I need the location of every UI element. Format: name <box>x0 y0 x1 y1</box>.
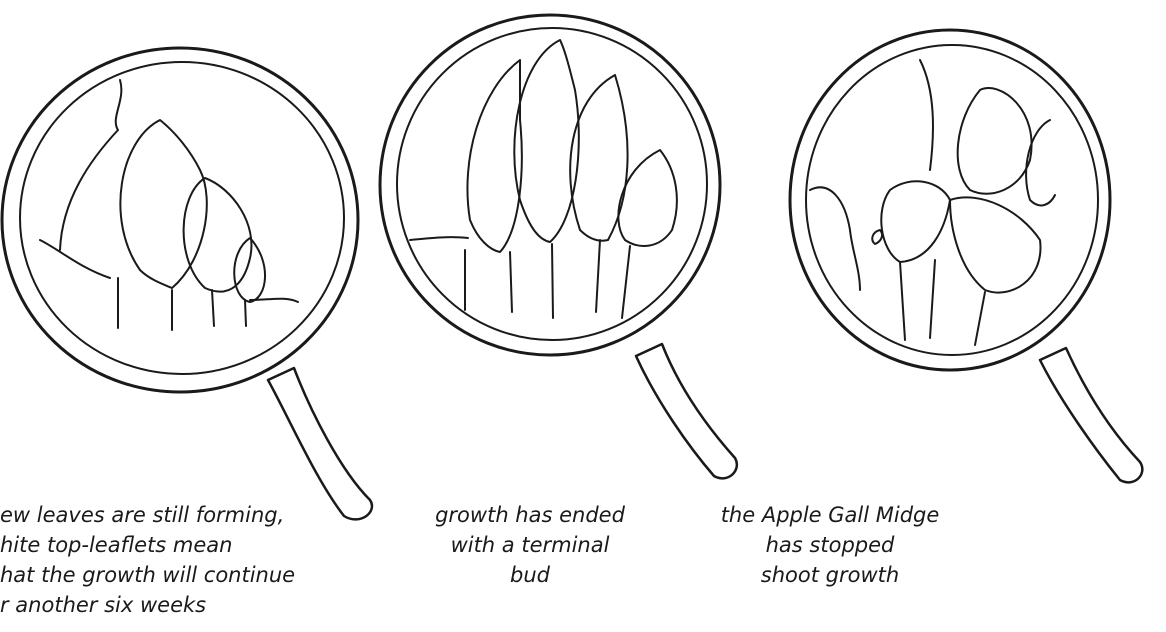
caption-line: growth has ended <box>400 500 660 530</box>
magnifier-handle <box>1040 348 1142 482</box>
magnifier-terminal-bud <box>380 15 737 478</box>
caption-line: r another six weeks <box>0 590 330 620</box>
caption-line: with a terminal <box>400 530 660 560</box>
shoot-leaves <box>410 40 677 318</box>
caption-line: ew leaves are still forming, <box>0 500 330 530</box>
magnifier-growing-shoot <box>2 48 372 519</box>
shoot-leaves-damaged <box>810 60 1055 345</box>
caption-gall-midge: the Apple Gall Midge has stopped shoot g… <box>700 500 960 590</box>
magnifier-handle <box>636 344 737 478</box>
magnifier-rim-inner <box>20 62 344 374</box>
caption-still-forming: ew leaves are still forming, hite top-le… <box>0 500 330 620</box>
caption-line: shoot growth <box>700 560 960 590</box>
caption-line: hat the growth will continue <box>0 560 330 590</box>
caption-line: the Apple Gall Midge <box>700 500 960 530</box>
magnifier-gall-midge <box>790 30 1142 482</box>
caption-line: hite top-leaflets mean <box>0 530 330 560</box>
caption-growth-ended: growth has ended with a terminal bud <box>400 500 660 590</box>
magnifier-rim-outer <box>380 15 720 355</box>
caption-line: has stopped <box>700 530 960 560</box>
magnifier-rim-outer <box>2 48 358 392</box>
caption-line: bud <box>400 560 660 590</box>
magnifier-handle <box>268 368 372 519</box>
shoot-leaves <box>40 80 298 330</box>
